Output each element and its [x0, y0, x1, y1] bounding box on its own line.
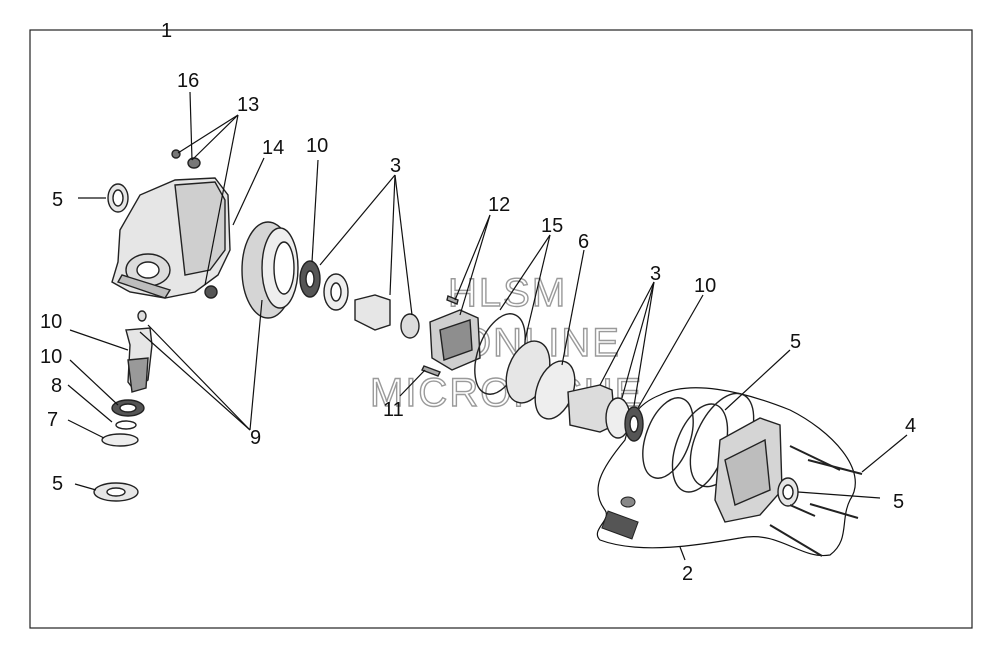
- key-9: [137, 310, 147, 322]
- watermark-line1: HLSM: [448, 271, 567, 315]
- callout-11: 11: [383, 399, 404, 421]
- bolts-4: [769, 445, 863, 557]
- plug-16: [187, 157, 201, 169]
- seal-5-bottom-inner: [106, 487, 126, 497]
- bearing-10-lower-inner: [119, 403, 137, 413]
- callout-14: 14: [262, 137, 284, 159]
- pin-12: [446, 295, 459, 305]
- callout-6: 6: [578, 231, 589, 253]
- pin-11: [421, 365, 441, 377]
- callout-15: 15: [541, 215, 563, 237]
- callout-3-left: 3: [390, 155, 401, 177]
- collar-3b: [354, 294, 391, 331]
- seal-5-right-inner: [782, 484, 794, 500]
- ring-gear: [241, 221, 299, 319]
- callout-2: 2: [682, 563, 693, 585]
- callout-5-bottom: 5: [52, 473, 63, 495]
- callout-5-cover: 5: [790, 331, 801, 353]
- callout-10-right: 10: [694, 275, 716, 297]
- plug-13a: [171, 149, 181, 159]
- callout-8: 8: [51, 375, 62, 397]
- sleeve-3c: [400, 313, 420, 339]
- pinion-shaft: [125, 327, 153, 393]
- callout-16: 16: [177, 70, 199, 92]
- differential-cage: [429, 309, 481, 371]
- sensor-plug: [620, 496, 636, 508]
- bearing-10-right-inner: [629, 415, 639, 433]
- callout-1: 1: [161, 20, 172, 42]
- leader-lines: [67, 91, 908, 561]
- cover-group-outline: [596, 387, 856, 557]
- washer-3a-inner: [330, 282, 342, 302]
- sensor-switch: [601, 510, 639, 540]
- washer-7: [101, 433, 139, 447]
- end-cover: [714, 417, 783, 523]
- oring-right-a: [642, 397, 694, 479]
- ring-8: [115, 420, 137, 430]
- gear-housing: [111, 177, 231, 299]
- callout-3-right: 3: [650, 263, 661, 285]
- callout-12: 12: [488, 194, 510, 216]
- seal-5-left-inner: [112, 189, 124, 207]
- callout-4: 4: [905, 415, 916, 437]
- callout-5-upper-left: 5: [52, 189, 63, 211]
- callout-10-lower: 10: [40, 346, 62, 368]
- callout-10-shaft: 10: [40, 311, 62, 333]
- callout-5-right: 5: [893, 491, 904, 513]
- callout-10-upper: 10: [306, 135, 328, 157]
- callout-13: 13: [237, 94, 259, 116]
- bearing-10-upper-inner: [305, 270, 315, 288]
- diagram-frame: [29, 29, 973, 629]
- callout-9: 9: [250, 427, 261, 449]
- callout-7: 7: [47, 409, 58, 431]
- plug-14: [204, 285, 218, 299]
